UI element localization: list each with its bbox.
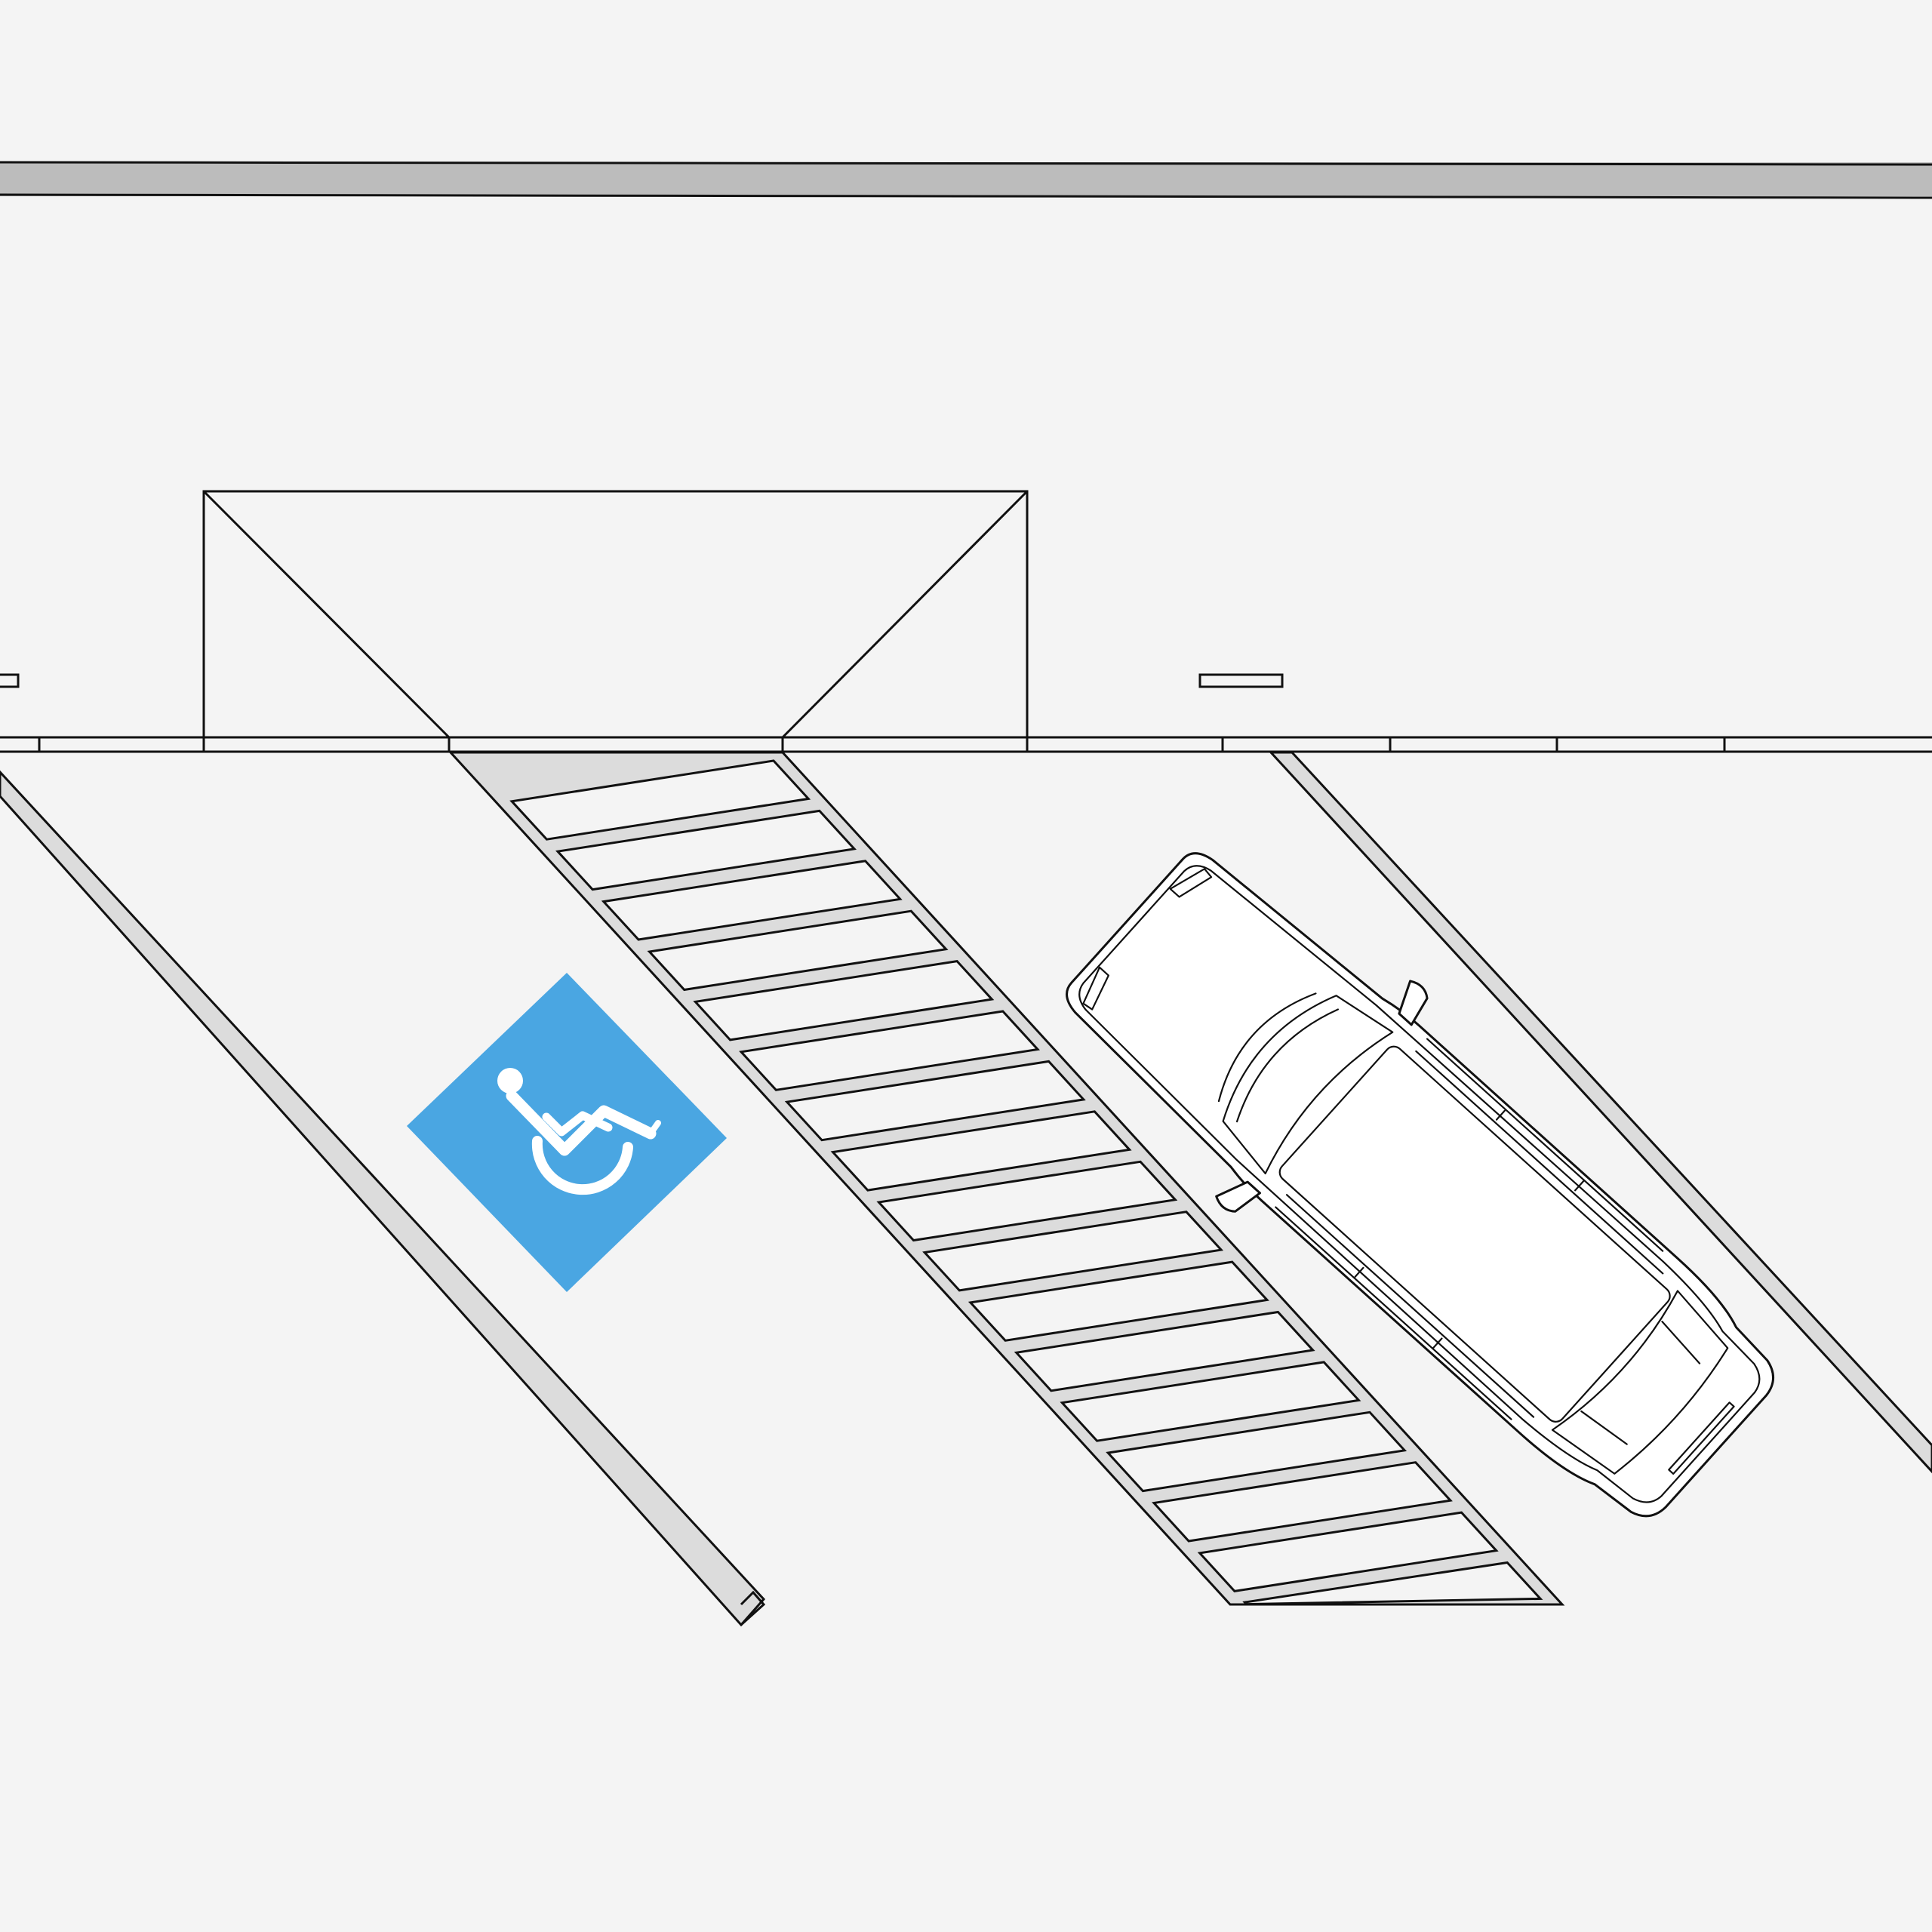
- hatch-gap: [784, 1060, 1086, 1142]
- hood-crease: [1217, 992, 1317, 1103]
- vehicle-body-inner: [1078, 865, 1761, 1503]
- front-glass-inner: [1235, 1008, 1339, 1123]
- hatch-gap: [555, 809, 857, 891]
- hatch-gap: [1197, 1511, 1499, 1593]
- hatch-gap: [1014, 1310, 1315, 1392]
- curb-strip: [0, 161, 1932, 199]
- hatch-gap: [1242, 1561, 1543, 1606]
- wheelchair-body: [506, 1090, 657, 1156]
- hatch-gap: [922, 1211, 1224, 1292]
- hatch-gap: [509, 759, 811, 841]
- hatch-gap: [601, 860, 903, 941]
- hatch-gap: [693, 959, 995, 1041]
- small-marker-left: [0, 673, 20, 688]
- hatch-gap: [830, 1110, 1132, 1192]
- headlight-left: [1082, 966, 1109, 1011]
- accessible-parking-sign: [407, 973, 727, 1292]
- curb-fill: [0, 162, 1932, 196]
- hatch-gap: [1060, 1361, 1361, 1442]
- hatch-gap: [647, 909, 949, 992]
- hatch-gap: [1106, 1411, 1407, 1493]
- hatch-gap: [739, 1010, 1040, 1091]
- parking-line-left: [0, 770, 766, 1627]
- roof-rail-left: [1285, 1194, 1535, 1418]
- rear-spoiler: [1668, 1401, 1735, 1475]
- wheelchair-icon: [497, 1068, 661, 1195]
- wheelchair-seat: [542, 1111, 613, 1137]
- rear-glass-inner: [1580, 1321, 1701, 1445]
- mirror-left: [1215, 1180, 1262, 1213]
- hatch-gap: [876, 1160, 1178, 1242]
- vehicle-top-view: [1066, 852, 1775, 1518]
- hatch-gap: [968, 1260, 1269, 1342]
- wheelchair-wheel: [531, 1136, 633, 1195]
- mirror-right: [1398, 980, 1429, 1026]
- hatch-stripes: [509, 759, 1543, 1606]
- access-aisle: [448, 751, 1565, 1606]
- roof-rail-right: [1415, 1050, 1664, 1275]
- small-marker-right: [1198, 673, 1284, 688]
- rear-window: [1551, 1290, 1729, 1475]
- hatch-gap: [1152, 1461, 1453, 1543]
- parking-line-right: [1268, 751, 1932, 1474]
- wheelchair-head: [497, 1068, 523, 1094]
- roof-panel: [1278, 1045, 1671, 1423]
- sidewalk-band: [0, 736, 1932, 753]
- front-windshield: [1222, 995, 1394, 1175]
- parking-line-left-hook: [740, 1590, 766, 1626]
- headlight-right: [1169, 868, 1213, 898]
- curb-ramp: [202, 490, 1029, 739]
- wheelchair-footrest: [648, 1120, 661, 1137]
